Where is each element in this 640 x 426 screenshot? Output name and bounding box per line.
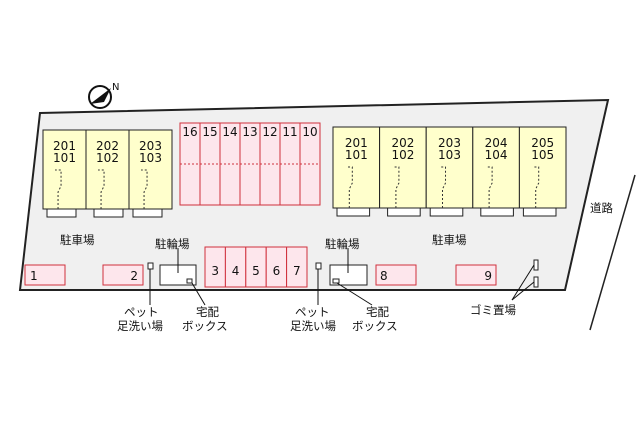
- parking-spaces: 1 2 8 9: [24, 264, 497, 286]
- unit-number-lower: 104: [485, 148, 508, 162]
- stall-number: 15: [202, 125, 217, 139]
- unit-number-lower: 103: [139, 151, 162, 165]
- stair-outline: [392, 166, 400, 208]
- entrance-step: [429, 207, 464, 217]
- stall-number: 3: [211, 264, 219, 278]
- stall-number: 7: [293, 264, 301, 278]
- label-pet-wash-right-2: 足洗い場: [290, 319, 336, 333]
- label-pet-wash-right: ペット: [295, 305, 330, 319]
- label-delivery-left-2: ボックス: [182, 319, 228, 333]
- parking-space: [24, 264, 66, 286]
- unit: [472, 126, 520, 209]
- parking-space: [455, 264, 497, 286]
- unit: [425, 126, 474, 209]
- label-delivery-right-2: ボックス: [352, 319, 398, 333]
- unit-number-upper: 201: [345, 136, 368, 150]
- parking-number: 8: [380, 269, 388, 283]
- pet-wash-right: [315, 262, 322, 270]
- parking-number: 1: [30, 269, 38, 283]
- label-pet-wash-left-2: 足洗い場: [117, 319, 163, 333]
- parking-space: [102, 264, 144, 286]
- pet-wash-left: [147, 262, 154, 270]
- unit-number-upper: 202: [96, 139, 119, 153]
- svg-text:N: N: [112, 82, 119, 93]
- parking-number: 9: [484, 269, 492, 283]
- garbage-bin-1: [533, 259, 539, 271]
- stall-number: 10: [302, 125, 317, 139]
- stair-outline: [486, 166, 493, 208]
- label-parking-left: 駐車場: [60, 233, 95, 247]
- unit-number-upper: 203: [438, 136, 461, 150]
- entrance-step: [522, 207, 557, 217]
- stall-number: 16: [182, 125, 197, 139]
- bike-stalls-top: 16 15 14 13 12 11 10: [179, 122, 321, 206]
- label-garbage: ゴミ置場: [470, 303, 516, 317]
- label-bicycle-right: 駐輪場: [325, 237, 360, 251]
- unit: [518, 126, 567, 209]
- stall-number: 5: [252, 264, 260, 278]
- unit-number-upper: 201: [53, 139, 76, 153]
- parking-number: 2: [130, 269, 138, 283]
- entrance-step: [46, 208, 77, 218]
- label-pet-wash-left: ペット: [124, 305, 159, 319]
- label-parking-right: 駐車場: [432, 233, 467, 247]
- unit: [379, 126, 427, 209]
- stair-outline: [346, 166, 353, 208]
- garbage-bin-2: [533, 276, 539, 288]
- unit-number-upper: 203: [139, 139, 162, 153]
- delivery-box-left: [186, 278, 193, 284]
- unit-number-lower: 102: [391, 148, 414, 162]
- stair-outline: [98, 169, 105, 209]
- stall-number: 6: [273, 264, 281, 278]
- stair-outline: [439, 166, 447, 208]
- label-bicycle-left: 駐輪場: [155, 237, 190, 251]
- parking-space: [375, 264, 417, 286]
- entrance-step: [336, 207, 371, 217]
- label-delivery-left: 宅配: [196, 305, 219, 319]
- stair-outline: [532, 166, 540, 208]
- entrance-step: [93, 208, 124, 218]
- unit-number-lower: 101: [53, 151, 76, 165]
- unit-number-upper: 205: [531, 136, 554, 150]
- stall-number: 14: [222, 125, 237, 139]
- entrance-step: [480, 207, 514, 217]
- label-delivery-right: 宅配: [366, 305, 389, 319]
- road-line: [589, 174, 636, 331]
- stall-number: 13: [242, 125, 257, 139]
- unit-number-lower: 102: [96, 151, 119, 165]
- leader-lines: [149, 248, 535, 306]
- stall-number: 4: [232, 264, 240, 278]
- entrance-step: [387, 207, 421, 217]
- stall-number: 11: [282, 125, 297, 139]
- label-road: 道路: [590, 201, 613, 215]
- entrance-step: [132, 208, 163, 218]
- unit-number-upper: 202: [391, 136, 414, 150]
- unit: [332, 126, 381, 209]
- stair-outline: [141, 169, 148, 209]
- stall-number: 12: [262, 125, 277, 139]
- bike-stall: [286, 246, 308, 288]
- stair-outline: [55, 169, 62, 209]
- unit-number-lower: 103: [438, 148, 461, 162]
- unit-number-lower: 105: [531, 148, 554, 162]
- delivery-box-right: [332, 278, 340, 284]
- unit: [128, 129, 173, 210]
- unit-number-upper: 204: [485, 136, 508, 150]
- unit-number-lower: 101: [345, 148, 368, 162]
- north-arrow-icon: N: [88, 82, 119, 109]
